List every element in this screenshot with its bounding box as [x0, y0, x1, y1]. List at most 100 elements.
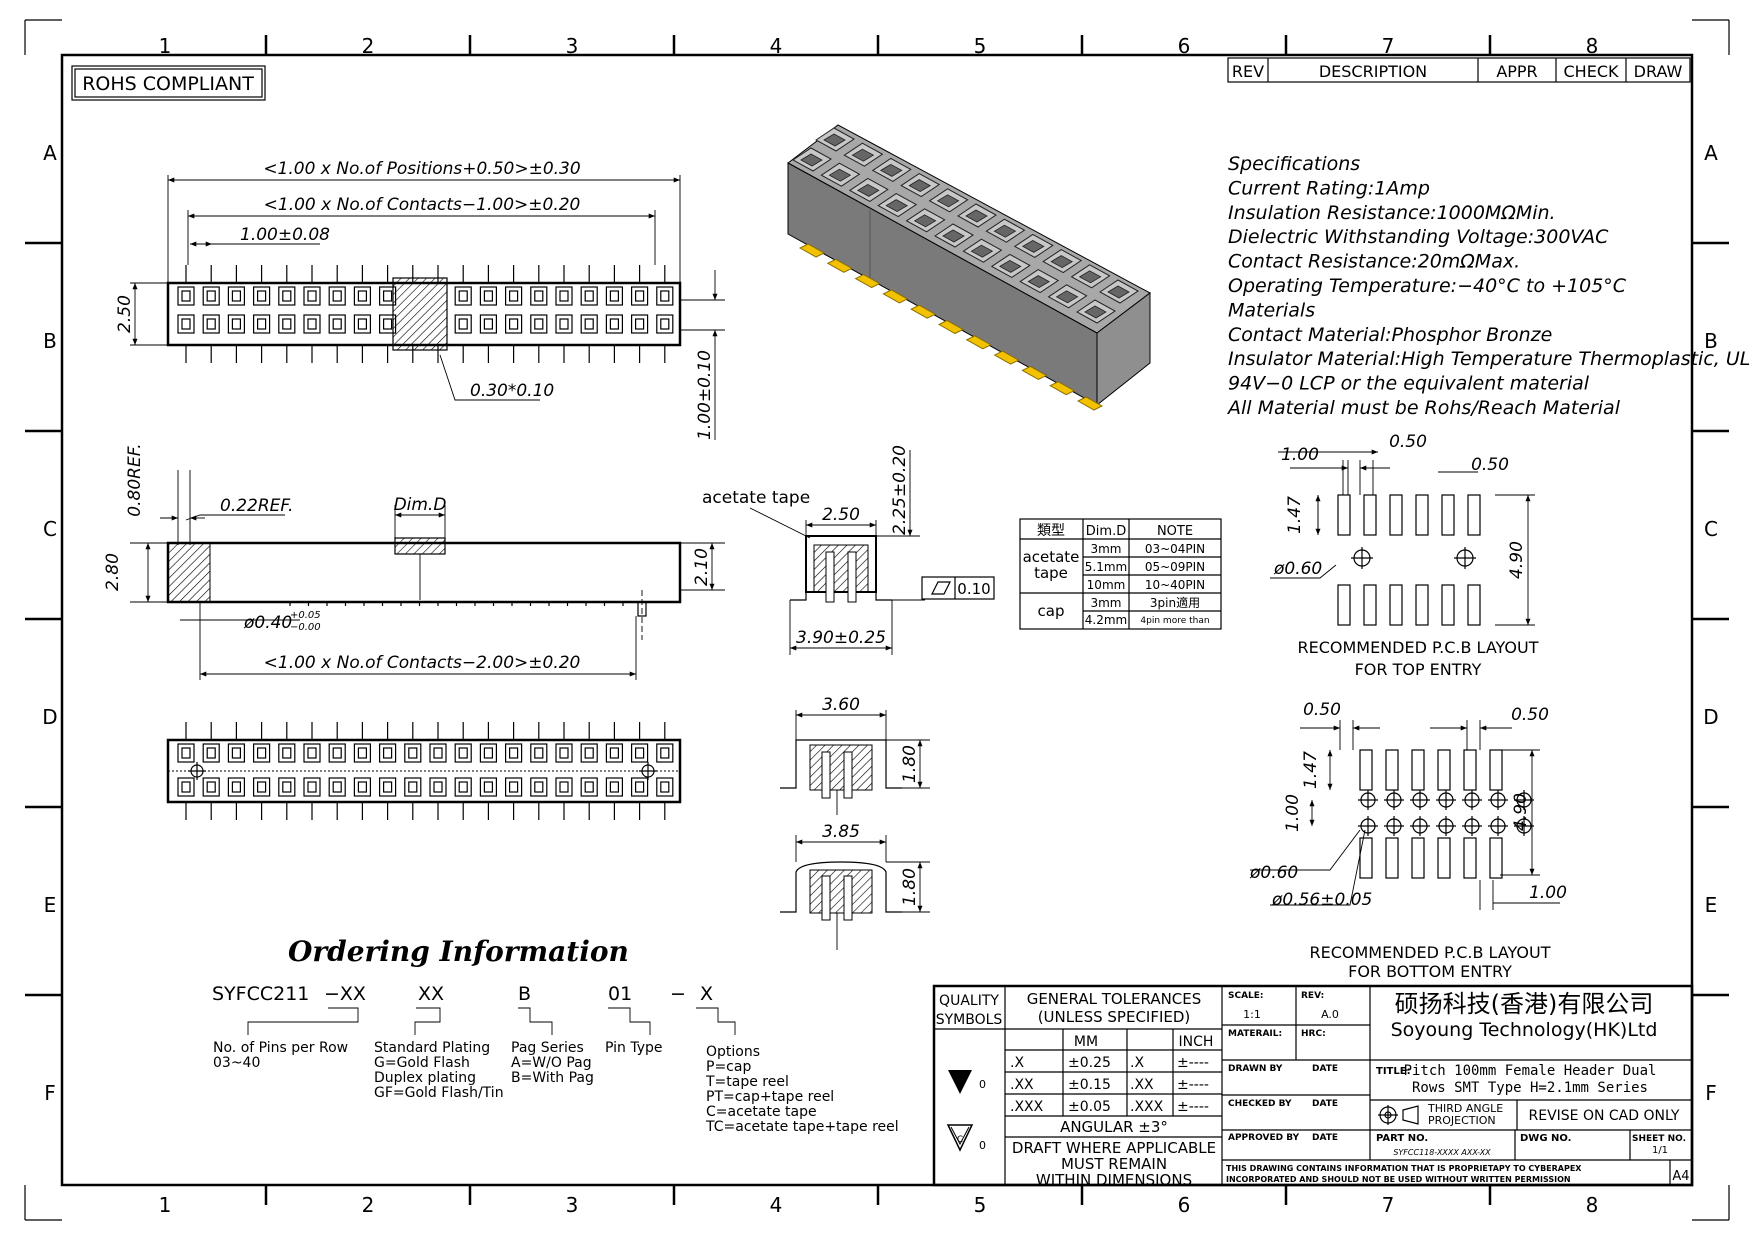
company-name-cn: 硕扬科技(香港)有限公司: [1395, 990, 1654, 1018]
gold-pin: [798, 243, 826, 258]
contact-cell-inner: [181, 747, 191, 759]
dimd-cell: 4pin more than: [1140, 616, 1209, 626]
contact-cell: [530, 743, 548, 763]
contact-cell: [253, 314, 271, 334]
spec-line: Contact Material:Phosphor Bronze: [1228, 324, 1552, 346]
contact-cell-inner: [965, 209, 988, 223]
contact-cell-inner: [231, 781, 241, 793]
pcb-top-050b: 0.50: [1471, 455, 1509, 475]
pcb-bot-056: ø0.56±0.05: [1271, 890, 1372, 910]
contact-cell: [605, 743, 624, 763]
flatness-value: 0.10: [957, 580, 990, 598]
side-view-cap: 3.60 1.80: [780, 695, 930, 815]
contact-cell-inner: [1055, 290, 1079, 304]
contact-cell-inner: [534, 781, 544, 793]
mm-header: MM: [1074, 1034, 1098, 1050]
gold-pin: [1076, 396, 1104, 411]
contact-cell: [605, 286, 624, 306]
order-label-line: Options: [706, 1044, 760, 1060]
triangle-icon: [948, 1070, 972, 1094]
spec-line: Dielectric Withstanding Voltage:300VAC: [1228, 226, 1609, 248]
contact-cell-inner: [383, 781, 393, 793]
contact-cell-inner: [1078, 270, 1102, 284]
contact-cell: [429, 743, 447, 763]
tolerance-cell: ±----: [1177, 1055, 1209, 1071]
order-label-line: Pin Type: [605, 1040, 663, 1056]
row-label: D: [1703, 705, 1718, 729]
contact-cell-inner: [383, 747, 393, 759]
symbol-0a: 0: [979, 1078, 986, 1091]
contact-cell-inner: [332, 318, 342, 330]
contact-cell-inner: [458, 747, 468, 759]
contact-cell-inner: [282, 318, 292, 330]
pcb-bot-060: ø0.60: [1249, 863, 1298, 883]
border-frame: [24, 19, 1730, 1221]
dim-side-height: 2.25±0.20: [890, 445, 910, 535]
draft-line2: MUST REMAIN: [1061, 1155, 1167, 1173]
acetate-tape-label: acetate tape: [702, 488, 810, 508]
dimd-cell: 03~04PIN: [1145, 542, 1205, 556]
contact-cell-inner: [357, 747, 367, 759]
dimd-cell: 4.2mm: [1085, 613, 1127, 627]
contact-cell: [328, 777, 346, 797]
tolerance-cell: .X: [1130, 1055, 1144, 1071]
ordering-title: Ordering Information: [288, 935, 629, 968]
contact-cell-inner: [998, 259, 1022, 273]
tolerance-cell: ±----: [1177, 1099, 1209, 1115]
contact-cell-inner: [559, 747, 569, 759]
column-label: 2: [362, 34, 375, 58]
contact-cell-inner: [609, 747, 620, 759]
pcb-bot-050a: 0.50: [1303, 700, 1341, 720]
draft-line3: WITHIN DIMENSIONS: [1036, 1171, 1192, 1189]
top-view: <1.00 x No.of Positions+0.50>±0.30 <1.00…: [115, 159, 725, 440]
contact-cell: [454, 314, 472, 334]
contact-cell: [353, 286, 371, 306]
pcb-pad: [1415, 494, 1429, 536]
contact-cell: [303, 777, 321, 797]
pcb-pad: [1415, 584, 1429, 626]
dimd-cell: 10mm: [1087, 578, 1126, 592]
column-label: 6: [1178, 1193, 1191, 1217]
hrc-label: HRC:: [1301, 1029, 1326, 1039]
pcb-top-490: 4.90: [1507, 541, 1527, 579]
contact-cell: [454, 777, 472, 797]
part-no-value: SYFCC118-XXXX AXX-XX: [1393, 1148, 1491, 1157]
check-header: CHECK: [1564, 62, 1619, 81]
column-label: 5: [974, 1193, 987, 1217]
row-label: A: [1704, 141, 1718, 165]
contact-cell-inner: [509, 318, 519, 330]
row-label: F: [44, 1081, 56, 1105]
contact-cell-inner: [660, 747, 670, 759]
contact-cell: [505, 777, 523, 797]
dim-pin-section: 0.30*0.10: [470, 381, 554, 401]
column-label: 7: [1382, 1193, 1395, 1217]
contact-cell: [328, 743, 346, 763]
contact-cell: [630, 743, 649, 763]
tolerance-cell: ±0.05: [1068, 1099, 1111, 1115]
pcb-pad: [1489, 749, 1503, 791]
dimd-header-type: 類型: [1037, 523, 1065, 539]
contact-cell: [202, 286, 220, 306]
row-label: A: [43, 141, 57, 165]
contact-cell: [303, 314, 321, 334]
dimd-cell: 3mm: [1090, 542, 1121, 556]
contact-cell: [253, 777, 271, 797]
contact-cell-inner: [559, 318, 569, 330]
contact-cell-inner: [856, 183, 880, 197]
contact-cell-inner: [458, 318, 468, 330]
spec-line: 94V−0 LCP or the equivalent material: [1228, 373, 1590, 395]
gen-tol-title: GENERAL TOLERANCES: [1027, 990, 1202, 1008]
pcb-layout-bottom: 0.50 0.50 1.47 1.00 4.90 ø0.60 ø0.56±0.0…: [1249, 700, 1567, 981]
spec-line: Current Rating:1Amp: [1228, 177, 1430, 199]
dimd-cell: 05~09PIN: [1145, 560, 1205, 574]
contact-cell-inner: [993, 224, 1017, 238]
draw-header: DRAW: [1634, 62, 1683, 81]
company-name-en: Soyoung Technology(HK)Ltd: [1391, 1019, 1658, 1041]
column-label: 5: [974, 34, 987, 58]
contact-cell-inner: [1027, 275, 1051, 289]
order-label-line: T=tape reel: [705, 1074, 789, 1090]
contact-cell-inner: [559, 781, 569, 793]
spec-line: Insulator Material:High Temperature Ther…: [1228, 348, 1750, 370]
